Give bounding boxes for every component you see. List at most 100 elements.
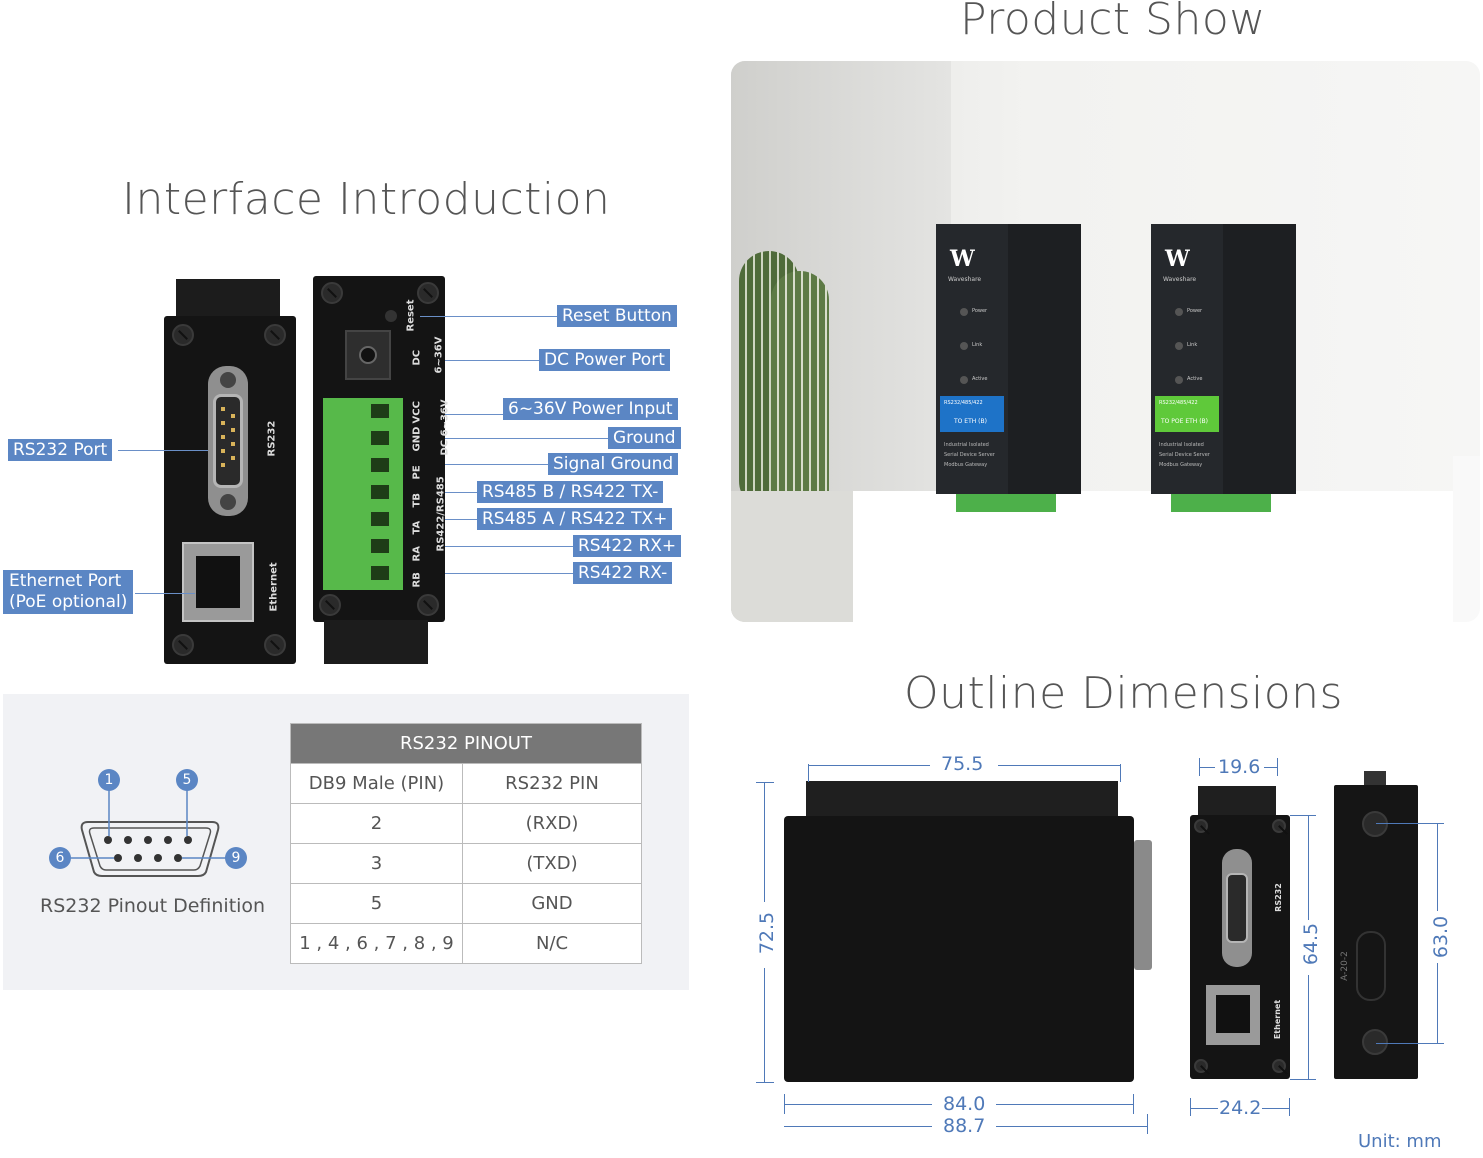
pin-number-5: 5 xyxy=(176,769,198,791)
rs232-port-label: RS232 Port xyxy=(8,439,113,461)
callout-line xyxy=(135,593,195,594)
gnd-print: GND xyxy=(411,426,423,452)
ethernet-jack xyxy=(182,542,254,622)
table-row: 5 GND xyxy=(290,883,642,924)
reset-print: Reset xyxy=(405,299,417,332)
screw-icon xyxy=(264,324,286,346)
dim-front-bottom: 24.2 xyxy=(1219,1097,1262,1119)
unit2-desc-line: Modbus Gateway xyxy=(1159,462,1203,468)
device-front-face: RS232 Ethernet xyxy=(164,316,296,664)
interface-introduction-heading: Interface Introduction xyxy=(122,174,611,225)
ethernet-port-label-line1: Ethernet Port xyxy=(9,571,122,591)
side-view-top-clip xyxy=(806,781,1118,817)
ground-label: Ground xyxy=(608,427,681,449)
unit2-brand: Waveshare xyxy=(1163,276,1197,283)
dc-print: DC xyxy=(411,349,423,366)
product-photo: W Waveshare Power Link Active RS232/485/… xyxy=(731,61,1480,622)
product-unit-eth: W Waveshare Power Link Active RS232/485/… xyxy=(936,224,1081,494)
screw-icon xyxy=(417,282,439,304)
rs485-a-label: RS485 A / RS422 TX+ xyxy=(477,508,673,530)
rs422-rxp-label: RS422 RX+ xyxy=(573,535,682,557)
side-view-connector xyxy=(1134,840,1152,970)
screw-icon xyxy=(172,324,194,346)
pinout-cell: N/C xyxy=(462,923,642,964)
callout-line xyxy=(445,360,540,361)
ethernet-print: Ethernet xyxy=(268,562,280,612)
product-unit-poe: W Waveshare Power Link Active RS232/485/… xyxy=(1151,224,1296,494)
pinout-table: RS232 PINOUT DB9 Male (PIN) RS232 PIN 2 … xyxy=(290,723,642,964)
unit1-brand: Waveshare xyxy=(948,276,982,283)
pin-number-1: 1 xyxy=(98,769,120,791)
callout-line xyxy=(118,450,208,451)
unit1-model: RS232/485/422 xyxy=(944,400,983,406)
pinout-caption: RS232 Pinout Definition xyxy=(40,895,266,917)
signal-ground-label: Signal Ground xyxy=(548,453,679,475)
tb-print: TB xyxy=(411,493,423,508)
ra-print: RA xyxy=(411,546,423,562)
dc-range2-print: DC 6~36V xyxy=(439,399,451,456)
pin-number-6: 6 xyxy=(49,847,71,869)
pinout-cell: 1 , 4 , 6 , 7 , 8 , 9 xyxy=(290,923,463,964)
unit1-accent-panel: RS232/485/422 TO ETH (B) xyxy=(940,396,1004,432)
unit1-led-link: Link xyxy=(972,342,983,348)
device-rail-clip-bottom xyxy=(324,620,428,664)
pinout-cell: 2 xyxy=(290,803,463,844)
unit2-sub: TO POE ETH (B) xyxy=(1161,418,1209,425)
callout-line xyxy=(445,519,477,520)
device-terminal-face: Reset DC 6~36V VCC GND DC 6~36V PE TB TA… xyxy=(313,276,451,622)
callout-line xyxy=(420,316,558,317)
unit1-desc: Industrial Isolated Serial Device Server… xyxy=(944,440,995,470)
pinout-header-rs232: RS232 PIN xyxy=(462,763,642,804)
rs422-rxn-label: RS422 RX- xyxy=(573,562,673,584)
side-view-body xyxy=(784,816,1134,1082)
pin-number-9: 9 xyxy=(225,847,247,869)
table-row: 3 (TXD) xyxy=(290,843,642,884)
product-show-heading: Product Show xyxy=(960,0,1266,45)
dc-range-print: 6~36V xyxy=(433,336,445,374)
unit2-desc: Industrial Isolated Serial Device Server… xyxy=(1159,440,1210,470)
unit2-led-link: Link xyxy=(1187,342,1198,348)
callout-line xyxy=(445,464,548,465)
reset-button-label: Reset Button xyxy=(557,305,677,327)
ethernet-port-label-line2: (PoE optional) xyxy=(9,592,128,612)
callout-line xyxy=(445,546,573,547)
dim-front-right: 64.5 xyxy=(1300,922,1323,966)
dim-bottom-88: 88.7 xyxy=(943,1115,986,1137)
dim-bottom-84: 84.0 xyxy=(943,1093,986,1115)
dc-power-port-label: DC Power Port xyxy=(539,349,670,371)
front-rs232-print: RS232 xyxy=(1273,883,1283,912)
dim-rail: 63.0 xyxy=(1430,915,1453,959)
pinout-cell: GND xyxy=(462,883,642,924)
rs232-print: RS232 xyxy=(266,420,278,457)
screw-icon xyxy=(321,282,343,304)
rs485-b-label: RS485 B / RS422 TX- xyxy=(477,481,664,503)
vcc-print: VCC xyxy=(411,401,423,424)
dim-front-top: 19.6 xyxy=(1218,756,1261,778)
screw-icon xyxy=(319,594,341,616)
callout-line xyxy=(445,573,573,574)
unit1-led-active: Active xyxy=(972,376,988,382)
power-input-label: 6~36V Power Input xyxy=(503,398,678,420)
screw-icon xyxy=(264,634,286,656)
unit2-desc-line: Serial Device Server xyxy=(1159,452,1210,458)
dc-jack xyxy=(345,330,391,380)
rs422-rs485-print: RS422/RS485 xyxy=(435,476,447,552)
dim-height-left: 72.5 xyxy=(756,911,779,955)
unit1-desc-line: Industrial Isolated xyxy=(944,442,989,448)
reset-hole xyxy=(385,310,397,322)
rail-mark: A-20-2 xyxy=(1339,951,1350,981)
pinout-cell: (TXD) xyxy=(462,843,642,884)
table-row: 1 , 4 , 6 , 7 , 8 , 9 N/C xyxy=(290,923,642,964)
terminal-block xyxy=(323,398,403,590)
rail-view-body: A-20-2 xyxy=(1334,771,1418,1079)
unit1-desc-line: Serial Device Server xyxy=(944,452,995,458)
unit2-led-power: Power xyxy=(1187,308,1203,314)
callout-line xyxy=(445,414,503,415)
outline-dimensions-heading: Outline Dimensions xyxy=(904,668,1343,719)
front-ethernet-print: Ethernet xyxy=(1273,999,1283,1040)
callout-line xyxy=(445,492,477,493)
front-view-body: RS232 Ethernet xyxy=(1190,815,1290,1079)
dim-width-top: 75.5 xyxy=(941,753,984,775)
unit2-model: RS232/485/422 xyxy=(1159,400,1198,406)
pinout-cell: (RXD) xyxy=(462,803,642,844)
